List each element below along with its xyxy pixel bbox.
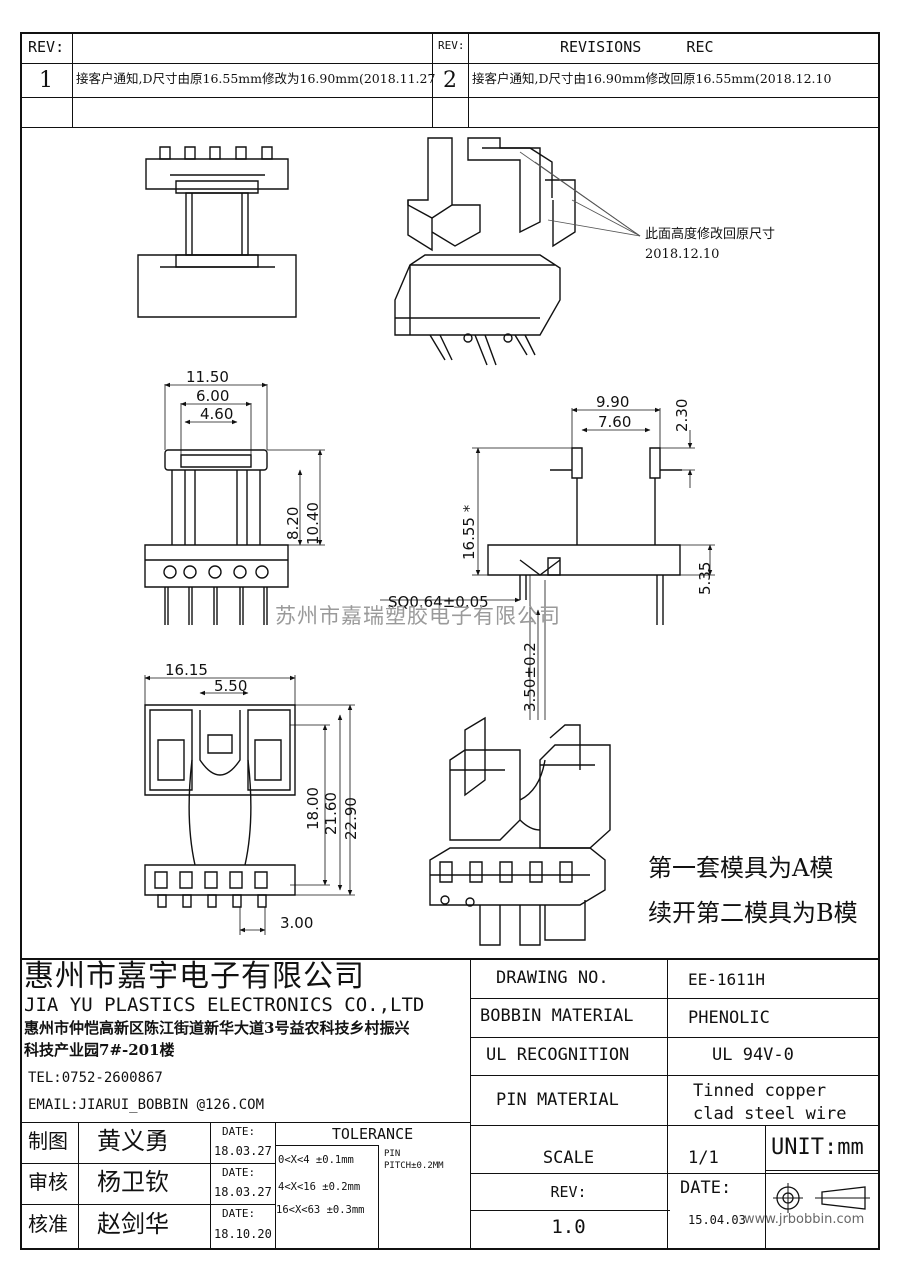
mold-note-line2: 续开第二模具为B模 [648, 899, 858, 927]
front-view-top-left [138, 147, 296, 317]
dim-f-label: 9.90 [596, 393, 629, 411]
bobbin-material-label: BOBBIN MATERIAL [480, 1006, 634, 1026]
unit-label: UNIT:mm [771, 1135, 864, 1160]
pin-material-line2: clad steel wire [693, 1104, 847, 1124]
drawing-no-label: DRAWING NO. [496, 968, 609, 988]
dim-c-label: SQ0.64±0.05 [388, 593, 489, 611]
rev1-number: 1 [39, 68, 53, 93]
dim-q-label: 8.20 [284, 507, 302, 540]
date-label: DATE: [680, 1178, 732, 1198]
dim-k-label: 16.15 [165, 661, 208, 679]
company-name-cn: 惠州市嘉宇电子有限公司 [24, 959, 365, 994]
rev-label: REV: [550, 1183, 587, 1201]
website: www.jrbobbin.com [744, 1212, 865, 1227]
bobbin-material-value: PHENOLIC [688, 1008, 770, 1028]
company-email: EMAIL:JIARUI_BOBBIN @126.COM [28, 1097, 265, 1113]
tolerance-title: TOLERANCE [331, 1125, 414, 1143]
signoff-date: 18.10.20 [214, 1227, 272, 1241]
company-address-line1: 惠州市仲恺高新区陈江街道新华大道3号益农科技乡村振兴 [24, 1019, 410, 1037]
dim-g-label: 6.00 [196, 387, 229, 405]
signoff-date-label: DATE: [222, 1125, 256, 1138]
scale-value: 1/1 [688, 1148, 719, 1168]
dims-middle-right [380, 407, 715, 720]
rev-value: 1.0 [551, 1216, 586, 1238]
rev2-number: 2 [443, 68, 457, 93]
dim-top-right-label: 2.30 [673, 399, 691, 432]
company-address-line2: 科技产业园7#-201楼 [24, 1041, 175, 1059]
height-note-line2: 2018.12.10 [645, 247, 720, 262]
dim-i-label: 11.50 [186, 368, 229, 386]
dim-b-label: 5.50 [214, 677, 247, 695]
tolerance-row2: 4<X<16 ±0.2mm [278, 1181, 361, 1193]
rev2-text: 接客户通知,D尺寸由16.90mm修改回原16.55mm(2018.12.10 [472, 71, 832, 86]
isometric-view-bottom [430, 718, 610, 945]
side-view-middle-right [488, 448, 682, 625]
signoff-date-label: DATE: [222, 1166, 256, 1179]
dims-bottom-left [144, 675, 355, 935]
dim-h-label: 10.40 [304, 502, 322, 545]
rev-label-right: REV: [438, 39, 465, 52]
tolerance-row1: 0<X<4 ±0.1mm [278, 1154, 354, 1166]
isometric-view-top [395, 138, 575, 365]
signoff-role: 核准 [28, 1212, 68, 1236]
dim-n-label: 22.90 [342, 797, 360, 840]
tolerance-pin-line1: PIN [384, 1149, 401, 1159]
top-view-bottom-left [145, 705, 295, 907]
signoff-date-label: DATE: [222, 1207, 256, 1220]
side-view-middle-left [145, 450, 288, 625]
dims-middle-left [164, 382, 325, 546]
dim-t-label: 3.50±0.2 [521, 642, 539, 712]
revisions-header: REVISIONS REC [560, 38, 714, 56]
ul-recognition-value: UL 94V-0 [712, 1045, 794, 1065]
tolerance-row3: 16<X<63 ±0.3mm [276, 1204, 365, 1216]
signoff-date: 18.03.27 [214, 1144, 272, 1158]
signoff-role: 制图 [28, 1129, 68, 1153]
signoff-name: 黄义勇 [97, 1127, 169, 1155]
note-leader-lines [520, 152, 640, 236]
dim-e-label: 7.60 [598, 413, 631, 431]
rev-label-left: REV: [28, 38, 65, 56]
pin-material-label: PIN MATERIAL [496, 1090, 619, 1110]
rev1-text: 接客户通知,D尺寸由原16.55mm修改为16.90mm(2018.11.27 [76, 71, 436, 86]
pin-material-line1: Tinned copper [693, 1081, 827, 1101]
projection-symbol-icon [773, 1183, 870, 1213]
signoff-date: 18.03.27 [214, 1185, 272, 1199]
drawing-no-value: EE-1611H [688, 970, 766, 989]
dim-p-label: 4.60 [200, 405, 233, 423]
company-tel: TEL:0752-2600867 [28, 1070, 163, 1086]
signoff-name: 杨卫钦 [97, 1168, 169, 1196]
signoff-role: 审核 [28, 1170, 68, 1194]
scale-label: SCALE [542, 1148, 595, 1168]
watermark: 苏州市嘉瑞塑胶电子有限公司 [275, 604, 561, 628]
drawing-frame [20, 32, 880, 1250]
mold-note-line1: 第一套模具为A模 [648, 854, 834, 882]
ul-recognition-label: UL RECOGNITION [486, 1045, 630, 1065]
date-value: 15.04.03 [688, 1213, 746, 1227]
signoff-name: 赵剑华 [97, 1210, 169, 1238]
dim-a-label: 18.00 [304, 787, 322, 830]
tolerance-pin-line2: PITCH±0.2MM [384, 1161, 444, 1171]
height-note-line1: 此面高度修改回原尺寸 [645, 227, 776, 242]
dim-d-label: 16.55 * [460, 504, 478, 560]
dim-r-label: 3.00 [280, 914, 313, 932]
company-name-en: JIA YU PLASTICS ELECTRONICS CO.,LTD [24, 994, 425, 1016]
dim-j-label: 5.35 [696, 562, 714, 595]
dim-m-label: 21.60 [322, 792, 340, 835]
